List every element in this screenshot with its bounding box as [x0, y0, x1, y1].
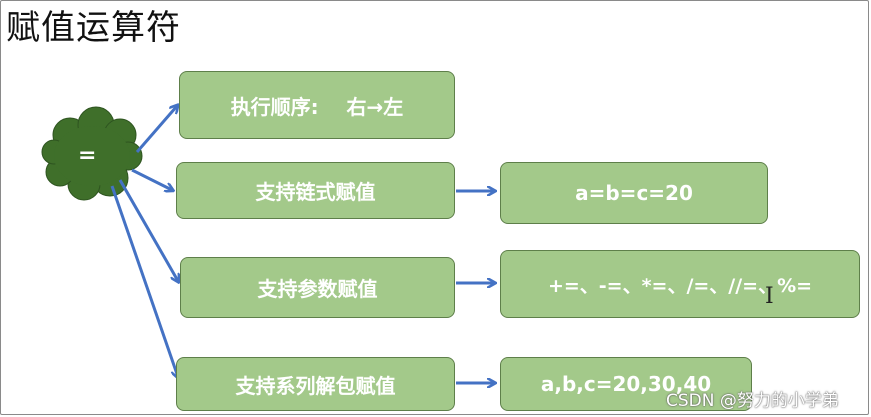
cloud-shape: [41, 106, 143, 201]
arrow-to-param: [118, 179, 178, 281]
node-param-assignment: 支持参数赋值: [180, 257, 455, 318]
node-unpack-assignment: 支持系列解包赋值: [176, 357, 455, 411]
arrow-to-order: [135, 106, 177, 153]
arrow-to-chain: [131, 168, 172, 190]
arrow-to-unpack: [110, 185, 178, 377]
node-chain-example: a=b=c=20: [500, 162, 768, 224]
slide-title: 赋值运算符: [6, 8, 181, 48]
node-param-example: +=、-=、*=、/=、//=、%=: [500, 250, 860, 318]
text-cursor-icon: I: [765, 284, 774, 309]
node-unpack-example: a,b,c=20,30,40: [500, 357, 752, 411]
node-chain-assignment: 支持链式赋值: [176, 162, 455, 219]
node-execution-order: 执行顺序: 右→左: [179, 71, 455, 139]
operator-label: =: [78, 143, 97, 168]
watermark: CSDN @努力的小学弟: [666, 391, 839, 411]
